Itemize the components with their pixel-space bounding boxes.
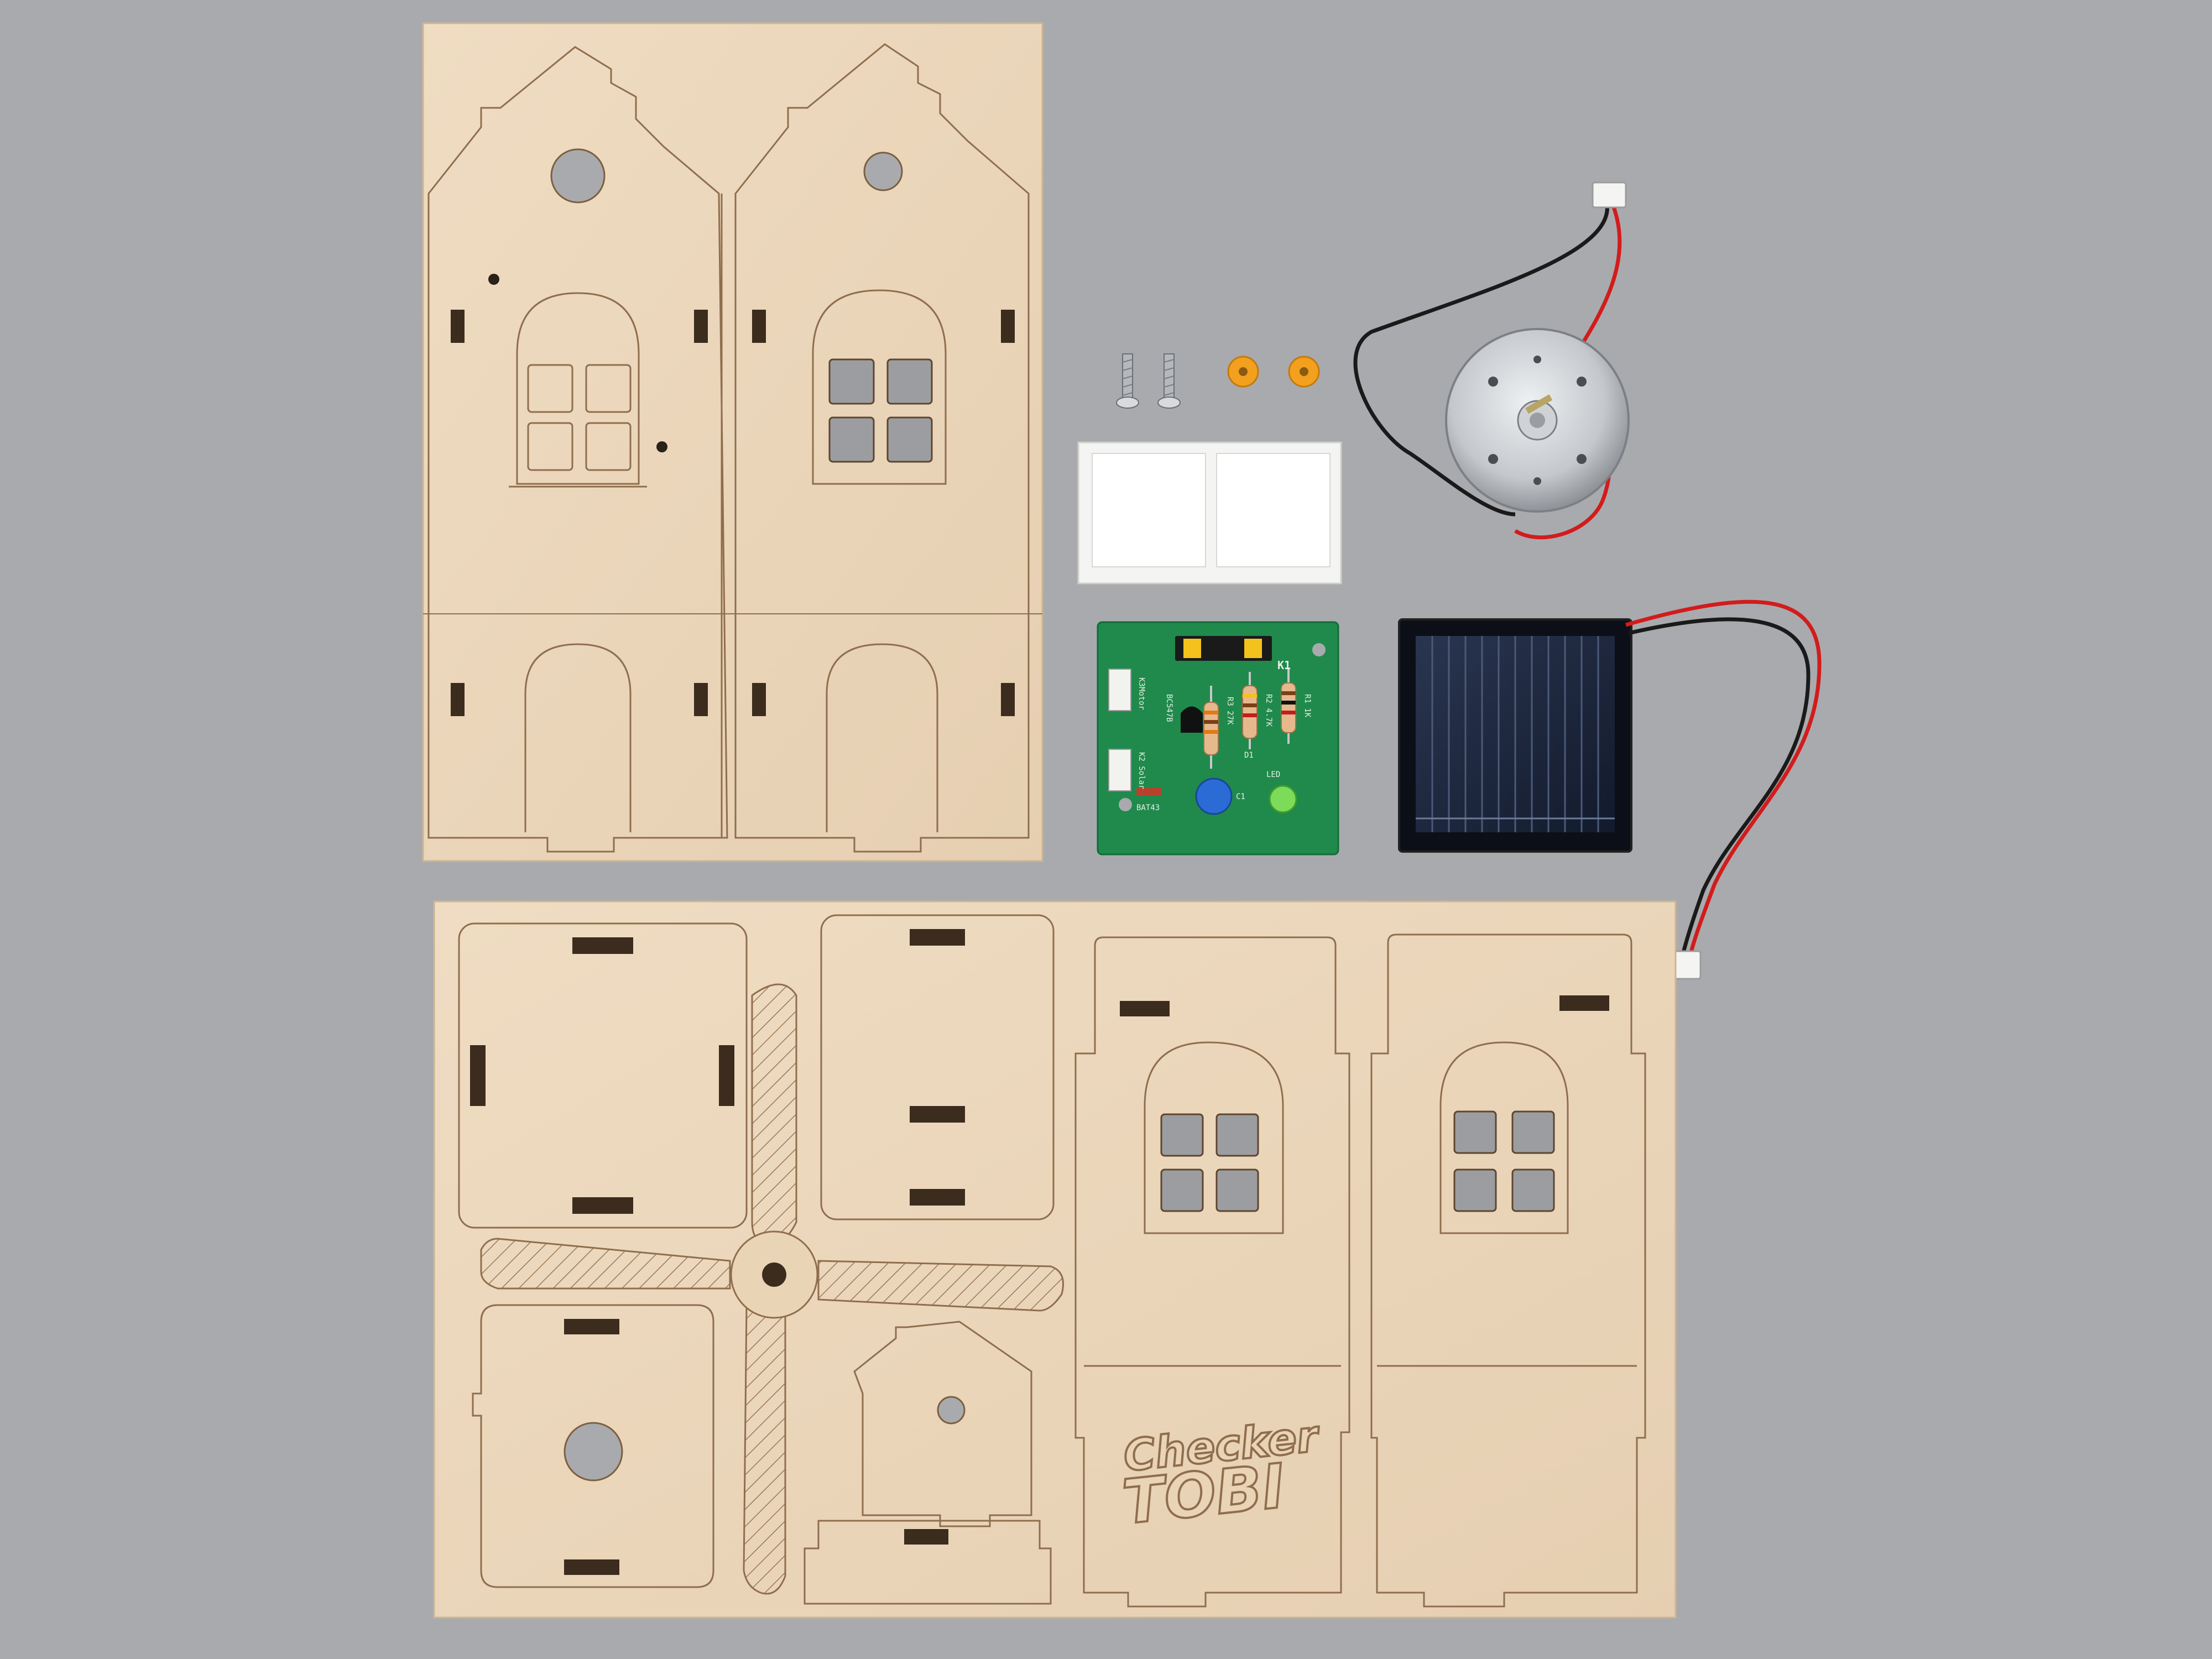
screw-hole <box>488 274 499 285</box>
pcb-label: R2 4.7K <box>1264 694 1273 727</box>
solar-panel <box>1398 599 1822 980</box>
house-wall-right <box>734 43 1030 853</box>
pcb-label: K2 Solar <box>1137 752 1146 789</box>
door-engraved <box>826 643 938 832</box>
pcb-label: R3 27K <box>1225 697 1234 725</box>
orange-spacers <box>1227 356 1320 388</box>
arched-window-cutout <box>812 289 947 485</box>
screw-hole <box>656 441 667 452</box>
round-vent-hole <box>863 152 903 191</box>
screws <box>1116 353 1181 409</box>
pcb-label: LED <box>1266 770 1280 779</box>
adhesive-pads <box>1077 441 1342 585</box>
slot-cutouts <box>451 310 708 716</box>
pcb-label: D1 <box>1244 751 1254 760</box>
circuit-board: K1 K3Motor K2 Solar BC547B <box>1097 621 1339 855</box>
pcb-label: C1 <box>1236 792 1245 801</box>
bottom-plywood-sheet: Checker TOBI <box>433 900 1677 1619</box>
pcb-label: R1 1K <box>1303 694 1312 718</box>
pcb-label: K3Motor <box>1137 677 1146 710</box>
round-vent-hole <box>550 148 606 204</box>
propeller-engraved <box>480 983 1064 1595</box>
house-wall-left <box>427 46 728 853</box>
arched-window-engraved <box>509 292 647 488</box>
top-plywood-sheet <box>422 22 1044 862</box>
slot-cutouts <box>752 310 1015 716</box>
door-engraved <box>524 643 632 832</box>
pcb-label: BAT43 <box>1136 804 1160 812</box>
pcb-label: BC547B <box>1165 694 1173 722</box>
dc-motor <box>1353 181 1630 540</box>
motor-hole <box>564 1422 623 1481</box>
